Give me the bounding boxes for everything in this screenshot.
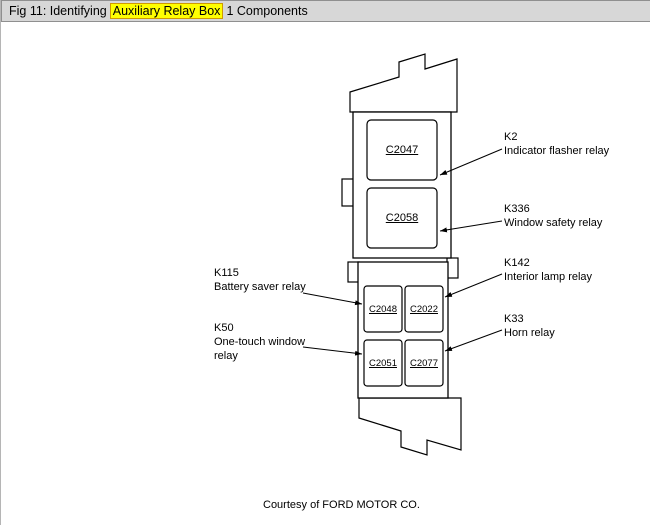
callout-k33-name: Horn relay	[504, 326, 555, 339]
connector-box-c2048	[363, 285, 403, 333]
callout-k336-name: Window safety relay	[504, 216, 603, 229]
connector-label-c2077: C2077	[410, 357, 438, 369]
leader-arrow-k115	[302, 292, 363, 306]
connector-label-c2048: C2048	[369, 303, 397, 315]
connector-box-c2051	[363, 339, 403, 387]
connector-label-c2058: C2058	[385, 212, 419, 224]
connector-box-c2022	[404, 285, 444, 333]
callout-k2: K2 Indicator flasher relay	[504, 131, 614, 159]
leader-arrow-k33	[444, 329, 503, 352]
leader-arrow-k336	[439, 220, 503, 233]
connector-label-c2047: C2047	[385, 144, 419, 156]
callout-k115-code: K115	[214, 267, 239, 279]
callout-k142: K142 Interior lamp relay	[504, 257, 624, 285]
connector-box-c2047	[366, 119, 438, 181]
relay-box-left-tab	[341, 178, 355, 207]
figure-caption-bar: Fig 11: Identifying Auxiliary Relay Box …	[1, 0, 650, 22]
callout-k142-code: K142	[504, 257, 530, 269]
callout-k50-code: K50	[214, 322, 234, 334]
callout-k115-name: Battery saver relay	[214, 280, 306, 293]
connector-label-c2022: C2022	[410, 303, 438, 315]
caption-suffix: 1 Components	[226, 4, 308, 18]
leader-arrow-k142	[444, 273, 503, 298]
callout-k336-code: K336	[504, 203, 530, 215]
callout-k33: K33 Horn relay	[504, 313, 614, 341]
courtesy-credit: Courtesy of FORD MOTOR CO.	[263, 499, 420, 511]
callout-k115: K115 Battery saver relay	[214, 267, 344, 295]
connector-box-c2058	[366, 187, 438, 249]
relay-box-top-bracket	[349, 53, 458, 113]
callout-k33-code: K33	[504, 313, 524, 325]
callout-k50-name: One-touch window relay	[214, 335, 306, 362]
caption-prefix: Fig 11: Identifying	[9, 4, 107, 18]
callout-k2-code: K2	[504, 131, 518, 143]
leader-arrow-k2	[439, 148, 503, 176]
callout-k2-name: Indicator flasher relay	[504, 144, 610, 157]
connector-box-c2077	[404, 339, 444, 387]
callout-k336: K336 Window safety relay	[504, 203, 604, 231]
connector-label-c2051: C2051	[369, 357, 397, 369]
leader-arrow-k50	[302, 346, 363, 356]
caption-highlight: Auxiliary Relay Box	[109, 3, 224, 19]
relay-box-bottom-bracket	[358, 397, 462, 456]
callout-k142-name: Interior lamp relay	[504, 270, 593, 283]
callout-k50: K50 One-touch window relay	[214, 322, 326, 364]
